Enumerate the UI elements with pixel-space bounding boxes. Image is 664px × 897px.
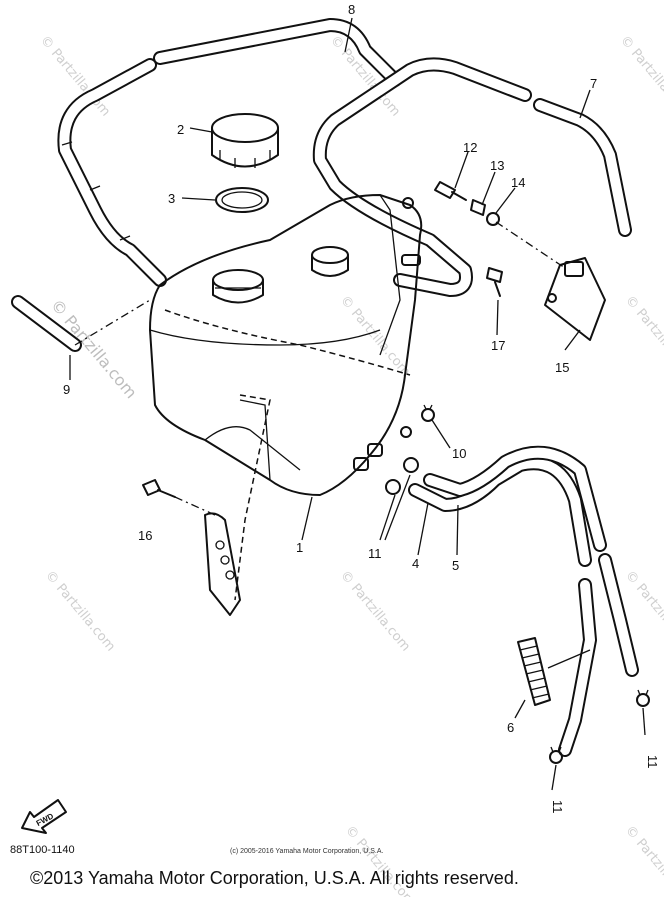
fuel-tank <box>149 194 423 601</box>
small-copyright: (c) 2005-2016 Yamaha Motor Corporation, … <box>230 848 384 855</box>
copyright-notice: ©2013 Yamaha Motor Corporation, U.S.A. A… <box>30 868 519 888</box>
fwd-arrow: FWD <box>21 799 67 834</box>
watermark-text: © Partzilla.com <box>42 568 118 654</box>
part-label-4: 4 <box>412 556 419 571</box>
part-label-10: 10 <box>452 446 466 461</box>
part-label-7: 7 <box>590 76 597 91</box>
part-labels: 8 7 2 3 12 13 14 15 17 9 10 16 1 11 4 5 … <box>63 2 660 814</box>
leader-line <box>74 299 151 346</box>
watermark-text: © Partzilla.com <box>622 823 664 897</box>
breather-hose-7 <box>312 57 632 297</box>
part-label-13: 13 <box>490 158 504 173</box>
watermark-text: © Partzilla.com <box>622 293 664 379</box>
part-label-11: 11 <box>368 546 382 561</box>
watermark-text: © Partzilla.com <box>337 568 413 654</box>
part-label-5: 5 <box>452 558 459 573</box>
part-label-8: 8 <box>348 2 355 17</box>
hose-9 <box>11 295 82 352</box>
watermark-text: © Partzilla.com <box>617 33 664 119</box>
leader-lines <box>69 17 646 791</box>
part-label-2: 2 <box>177 122 184 137</box>
part-label-9: 9 <box>63 382 70 397</box>
part-label-15: 15 <box>555 360 569 375</box>
protector-sleeve <box>517 637 591 706</box>
part-label-17: 17 <box>491 338 505 353</box>
clamps <box>385 404 650 764</box>
part-label-14: 14 <box>511 175 525 190</box>
watermark-text: © Partzilla.com <box>337 293 413 379</box>
part-label-6: 6 <box>507 720 514 735</box>
fuel-hoses-4-5 <box>408 445 639 757</box>
part-label-11: 11 <box>550 800 565 814</box>
cap-gasket <box>215 187 269 213</box>
part-label-11: 11 <box>645 755 660 769</box>
part-label-3: 3 <box>168 191 175 206</box>
part-label-1: 1 <box>296 540 303 555</box>
fuel-cap <box>211 113 279 168</box>
bracket-and-bolts <box>142 181 606 616</box>
breather-hose-8 <box>57 18 402 287</box>
part-label-16: 16 <box>138 528 152 543</box>
part-label-12: 12 <box>463 140 477 155</box>
watermark-text: © Partzilla.com <box>47 295 141 402</box>
diagram-part-code: 88T100-1140 <box>10 844 75 856</box>
